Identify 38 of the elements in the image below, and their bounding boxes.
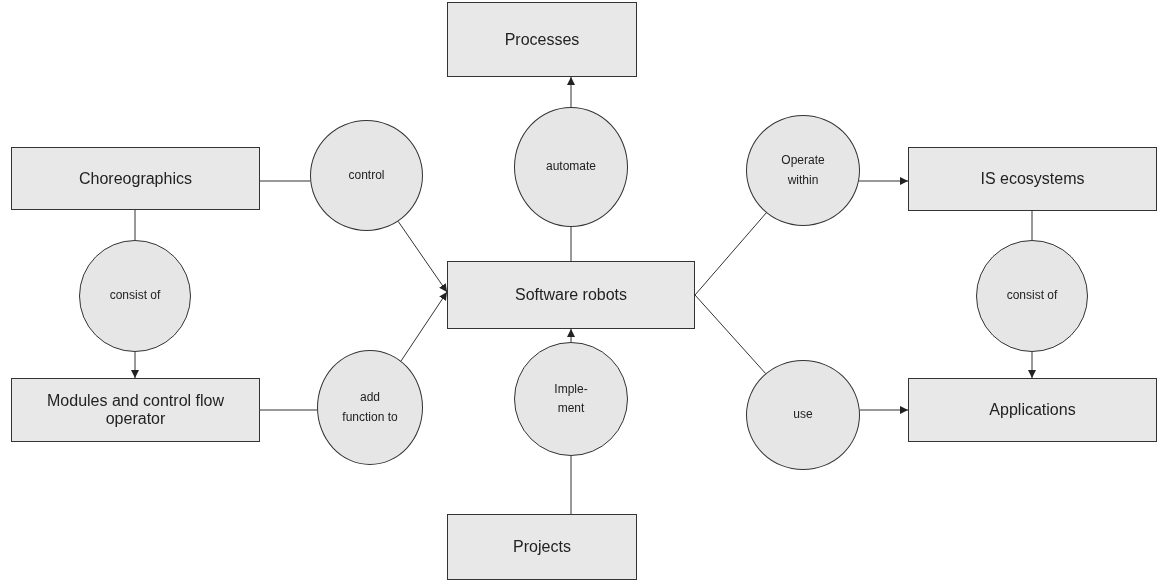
node-label: IS ecosystems: [980, 170, 1085, 188]
connector-line: [570, 226, 572, 262]
node-label: Projects: [513, 538, 571, 556]
connector-line: [694, 212, 767, 296]
relation-label: Operate within: [780, 152, 826, 189]
arrow: [397, 220, 448, 293]
connector-line: [1031, 210, 1033, 241]
relation-label: Imple- ment: [553, 380, 589, 417]
node-label: Modules and control flow operator: [46, 392, 225, 428]
node-label: Processes: [504, 30, 580, 49]
connector-line: [134, 209, 136, 241]
node-label: Software robots: [514, 286, 628, 304]
process-box: [11, 147, 260, 210]
relation-label: automate: [545, 158, 596, 176]
relation-label: add function to: [341, 389, 399, 426]
connector-line: [694, 294, 767, 374]
arrow: [567, 76, 575, 108]
connector-line: [259, 409, 318, 411]
process-box: [447, 2, 637, 77]
relation-label: use: [793, 406, 813, 424]
arrow: [131, 351, 139, 379]
process-box: [908, 147, 1157, 211]
relation-label: control: [348, 166, 385, 184]
arrow: [400, 291, 448, 362]
arrow: [1028, 351, 1036, 379]
arrow: [567, 328, 575, 343]
node-label: Applications: [989, 401, 1076, 419]
relation-label: consist of: [109, 287, 161, 305]
relation-label: consist of: [1006, 287, 1058, 305]
process-box: [447, 514, 637, 580]
connector-line: [259, 180, 311, 182]
arrow: [859, 406, 909, 414]
process-box: [447, 261, 695, 329]
process-box: [908, 378, 1157, 442]
connector-line: [570, 455, 572, 515]
process-box: [11, 378, 260, 442]
node-label: Choreographics: [79, 169, 192, 188]
arrow: [858, 177, 909, 185]
